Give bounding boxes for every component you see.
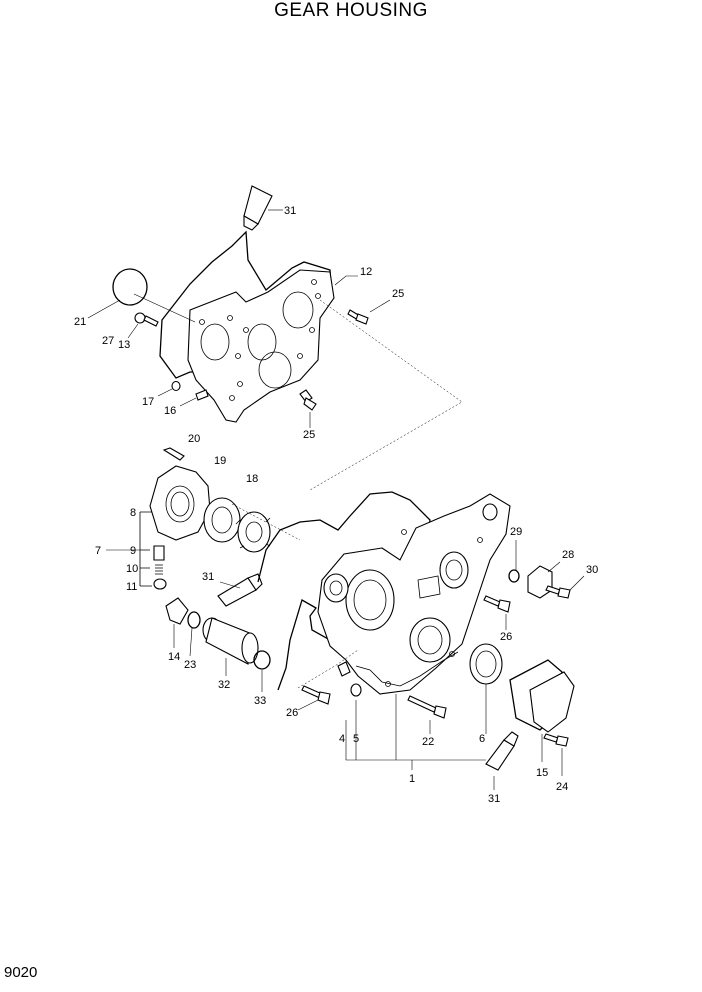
plug-27-13 bbox=[127, 312, 159, 339]
inner-rotor-19 bbox=[203, 497, 241, 543]
callout-28: 28 bbox=[562, 549, 574, 561]
oil-seal-6 bbox=[469, 643, 503, 734]
callout-31-bottom: 31 bbox=[488, 793, 500, 805]
callout-26-right: 26 bbox=[500, 631, 512, 643]
callout-31-mid: 31 bbox=[202, 571, 214, 583]
bolt-24 bbox=[543, 733, 569, 776]
bolt-25-right bbox=[347, 299, 391, 325]
callout-4: 4 bbox=[339, 733, 345, 745]
bolt-20 bbox=[162, 447, 185, 461]
callout-30: 30 bbox=[586, 564, 598, 576]
callout-18: 18 bbox=[246, 473, 258, 485]
callout-20: 20 bbox=[188, 433, 200, 445]
callout-21: 21 bbox=[74, 316, 86, 328]
gasket-15 bbox=[509, 659, 575, 762]
gear-housing-body bbox=[317, 493, 511, 695]
callout-23: 23 bbox=[184, 659, 196, 671]
pipe-32 bbox=[202, 617, 259, 676]
plug-4 bbox=[337, 661, 351, 677]
callout-14: 14 bbox=[168, 651, 180, 663]
callout-7: 7 bbox=[95, 545, 101, 557]
callout-12: 12 bbox=[360, 266, 372, 278]
o-ring-21 bbox=[87, 268, 196, 323]
callout-17: 17 bbox=[142, 396, 154, 408]
callout-25-bottom: 25 bbox=[303, 429, 315, 441]
relief-valve-parts bbox=[106, 511, 167, 590]
callout-31-top: 31 bbox=[284, 205, 296, 217]
sealant-tube-31-bottom bbox=[485, 731, 519, 790]
sealant-tube-top bbox=[243, 185, 283, 231]
callout-26-left: 26 bbox=[286, 707, 298, 719]
callout-25-right: 25 bbox=[392, 288, 404, 300]
callout-15: 15 bbox=[536, 767, 548, 779]
callout-27: 27 bbox=[102, 335, 114, 347]
oring-33 bbox=[253, 650, 271, 692]
pump-housing-8 bbox=[149, 465, 211, 541]
callout-11: 11 bbox=[126, 581, 137, 593]
bolt-26-left bbox=[297, 685, 331, 711]
outer-rotor-18 bbox=[235, 511, 271, 553]
callout-5: 5 bbox=[353, 733, 359, 745]
sealant-tube-31-mid bbox=[217, 573, 263, 607]
dowel-pin-16 bbox=[179, 389, 209, 407]
callout-29: 29 bbox=[510, 526, 522, 538]
bolt-22 bbox=[407, 695, 447, 734]
bolt-25-bottom bbox=[299, 389, 317, 428]
plug-5 bbox=[350, 683, 362, 697]
bolt-30 bbox=[545, 575, 585, 599]
oring-29 bbox=[508, 540, 520, 583]
callout-1: 1 bbox=[409, 773, 415, 785]
callout-13: 13 bbox=[118, 339, 130, 351]
callout-32: 32 bbox=[218, 679, 230, 691]
callout-22: 22 bbox=[422, 736, 434, 748]
callout-6: 6 bbox=[479, 733, 485, 745]
callout-8: 8 bbox=[130, 507, 136, 519]
bolt-26-right bbox=[483, 595, 511, 630]
oring-23 bbox=[187, 611, 201, 657]
assembly-bracket-1 bbox=[345, 694, 486, 770]
page-number: 9020 bbox=[4, 964, 38, 981]
front-plate bbox=[187, 269, 335, 423]
callout-9: 9 bbox=[130, 545, 136, 557]
small-oring-17 bbox=[157, 380, 181, 397]
callout-10: 10 bbox=[126, 563, 138, 575]
callout-19: 19 bbox=[214, 455, 226, 467]
callout-33: 33 bbox=[254, 695, 266, 707]
callout-16: 16 bbox=[164, 405, 176, 417]
page-title: GEAR HOUSING bbox=[274, 0, 428, 21]
plug-14 bbox=[165, 597, 189, 648]
callout-24: 24 bbox=[556, 781, 568, 793]
